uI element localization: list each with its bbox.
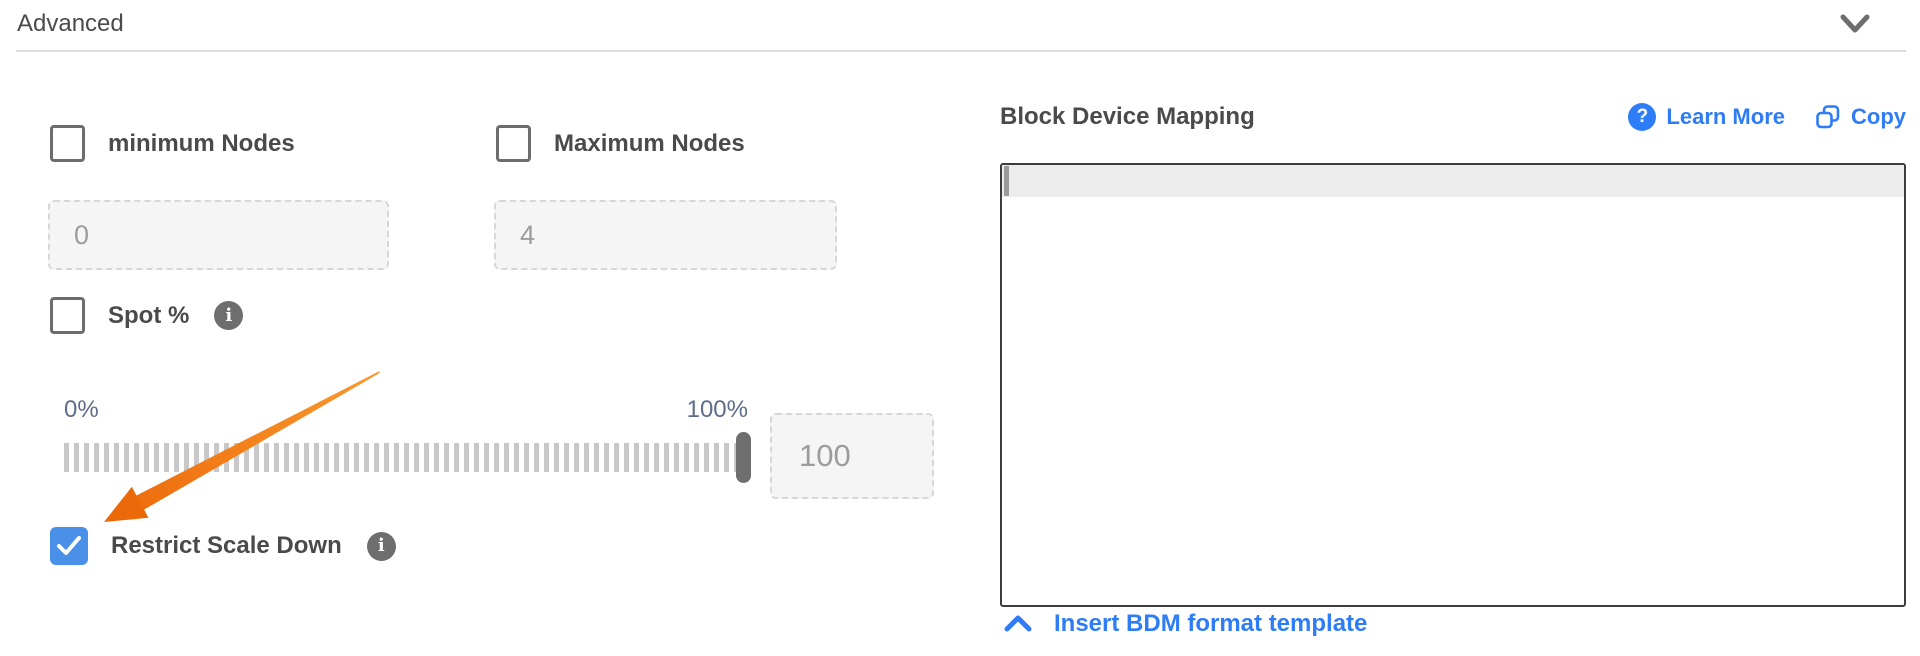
spot-percent-checkbox[interactable] <box>50 297 85 334</box>
minimum-nodes-checkbox[interactable] <box>50 125 85 162</box>
info-icon[interactable]: i <box>366 531 396 561</box>
bdm-editor[interactable] <box>1000 163 1906 607</box>
restrict-scale-down-row: Restrict Scale Down i <box>50 527 396 565</box>
bdm-links: ? Learn More Copy <box>1628 103 1906 131</box>
copy-button[interactable]: Copy <box>1815 104 1906 130</box>
bdm-title: Block Device Mapping <box>1000 103 1255 130</box>
spot-percent-input[interactable] <box>770 413 934 499</box>
info-icon[interactable]: i <box>214 301 244 330</box>
slider-labels: 0% 100% <box>64 396 748 424</box>
maximum-nodes-row: Maximum Nodes <box>496 125 745 162</box>
checkmark-icon <box>57 536 81 555</box>
spot-percent-label: Spot % <box>108 301 190 329</box>
text-caret <box>1004 166 1009 196</box>
chevron-up-icon <box>1004 615 1032 632</box>
restrict-scale-down-label: Restrict Scale Down <box>111 532 342 559</box>
spot-percent-slider-track[interactable] <box>64 443 748 472</box>
learn-more-link[interactable]: ? Learn More <box>1628 103 1785 131</box>
maximum-nodes-input[interactable] <box>494 200 837 270</box>
slider-max-label: 100% <box>686 396 748 423</box>
learn-more-label: Learn More <box>1666 104 1785 129</box>
maximum-nodes-label: Maximum Nodes <box>554 129 745 157</box>
section-divider <box>16 50 1906 52</box>
panel-title: Advanced <box>17 10 124 37</box>
spot-percent-row: Spot % i <box>50 297 244 334</box>
bdm-header: Block Device Mapping ? Learn More Copy <box>1000 103 1906 131</box>
minimum-nodes-input[interactable] <box>48 200 389 270</box>
question-mark-icon: ? <box>1628 103 1657 131</box>
minimum-nodes-label: minimum Nodes <box>108 129 295 157</box>
editor-active-line <box>1002 165 1904 197</box>
chevron-down-icon[interactable] <box>1840 12 1870 36</box>
insert-bdm-template-link[interactable]: Insert BDM format template <box>1004 610 1367 638</box>
maximum-nodes-checkbox[interactable] <box>496 125 531 162</box>
copy-label: Copy <box>1851 104 1906 129</box>
minimum-nodes-row: minimum Nodes <box>50 125 295 162</box>
slider-min-label: 0% <box>64 396 99 423</box>
insert-bdm-template-label: Insert BDM format template <box>1054 610 1368 637</box>
spot-percent-slider-handle[interactable] <box>736 432 751 483</box>
copy-icon <box>1816 105 1840 129</box>
restrict-scale-down-checkbox[interactable] <box>50 527 88 565</box>
